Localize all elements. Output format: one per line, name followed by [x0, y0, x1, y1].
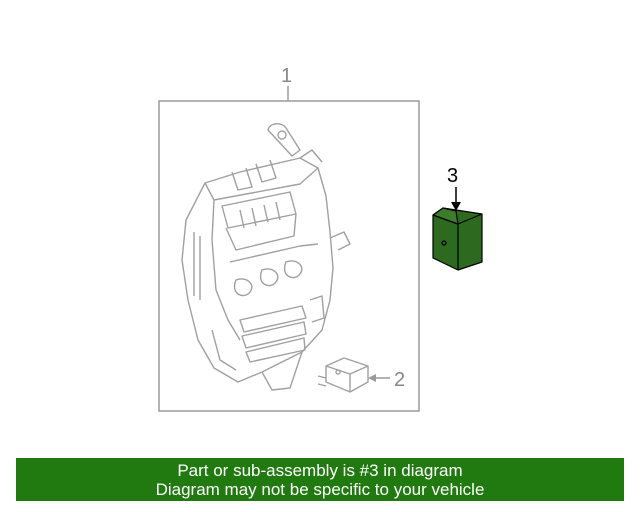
highlighted-relay-part-3 [432, 207, 483, 271]
callout-label-1: 1 [281, 65, 293, 87]
relay-drawing [317, 357, 369, 393]
banner-line-1: Part or sub-assembly is #3 in diagram [177, 460, 463, 480]
banner-line-2: Diagram may not be specific to your vehi… [155, 479, 485, 499]
fuse-box-drawing [181, 123, 351, 391]
callout-2-arrowhead [368, 374, 376, 382]
info-banner: Part or sub-assembly is #3 in diagram Di… [16, 458, 624, 501]
callout-3-arrowhead [451, 202, 461, 211]
callout-label-3: 3 [447, 165, 459, 187]
callout-label-2: 2 [394, 369, 406, 391]
assembly-frame [158, 100, 420, 412]
